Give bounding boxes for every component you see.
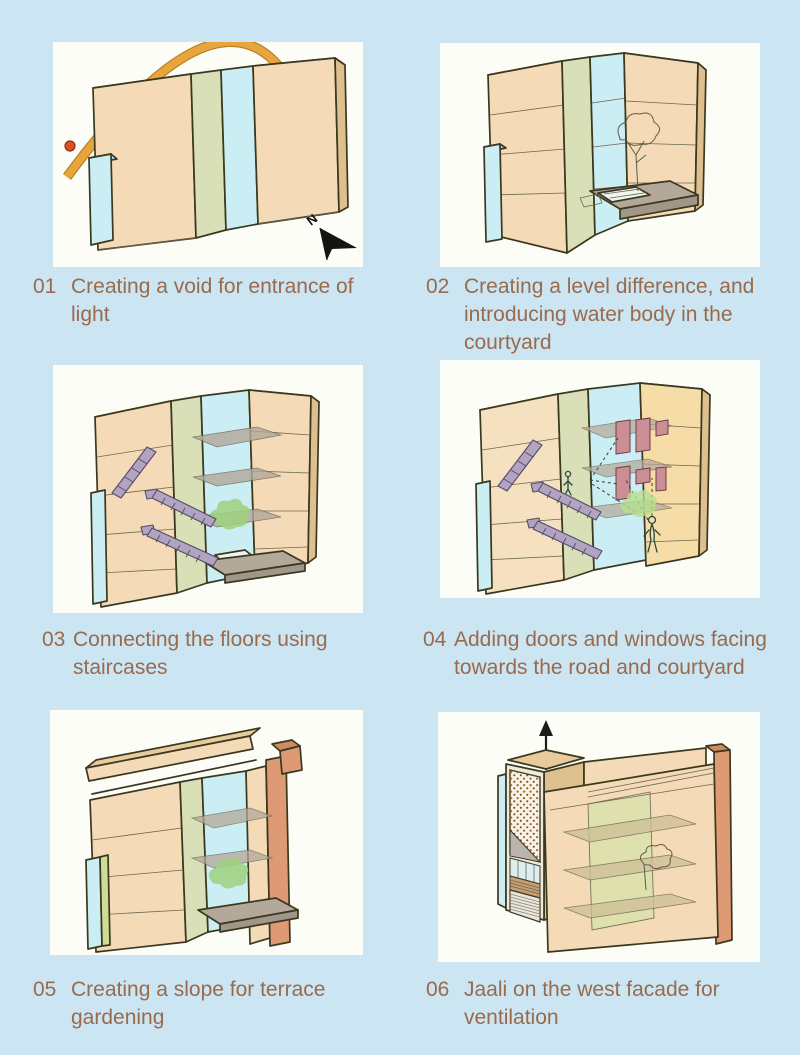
- sketch-03-staircases: [90, 389, 320, 608]
- building-massing: [483, 52, 707, 254]
- courtyard-base: [202, 550, 306, 584]
- building-massing: [88, 57, 349, 251]
- staircase-sketch: [497, 439, 603, 560]
- step-caption-01: Creating a void for entrance of light: [71, 275, 354, 326]
- step-caption-03: Connecting the floors using staircases: [73, 628, 328, 679]
- panel-05: [50, 710, 363, 955]
- tree-sketch: [208, 857, 249, 889]
- caption-step-02: 02 Creating a level difference, and intr…: [426, 273, 778, 357]
- caption-step-04: 04 Adding doors and windows facing towar…: [423, 626, 795, 682]
- tree-sketch: [620, 490, 657, 518]
- panel-04: [440, 360, 760, 598]
- person-on-stairs: [563, 470, 573, 496]
- tree-sketch: [617, 112, 660, 192]
- step-number-01: 01: [33, 275, 57, 298]
- panel-03: [53, 365, 363, 613]
- step-caption-02: Creating a level difference, and introdu…: [464, 275, 755, 354]
- step-caption-06: Jaali on the west facade for ventilation: [464, 978, 720, 1029]
- person-figure: [643, 515, 661, 553]
- building-massing: [543, 743, 733, 953]
- caption-step-06: 06 Jaali on the west facade for ventilat…: [426, 976, 778, 1032]
- north-arrow-icon: N: [304, 211, 357, 261]
- panel-06: [438, 712, 760, 962]
- step-number-05: 05: [33, 978, 57, 1001]
- courtyard-base: [197, 897, 299, 933]
- jaali-screen: [509, 769, 542, 863]
- doors-and-windows: [615, 417, 669, 501]
- jaali-tower: [497, 749, 585, 923]
- step-number-03: 03: [42, 628, 66, 651]
- sketch-04-doors-windows: [475, 382, 711, 595]
- step-caption-05: Creating a slope for terrace gardening: [71, 978, 326, 1029]
- staircase-sketch: [111, 446, 219, 567]
- shutter-panel: [509, 889, 541, 923]
- sketch-02-water-body: [483, 52, 707, 254]
- step-number-04: 04: [423, 628, 447, 651]
- sketch-01-void-for-light: N: [62, 42, 357, 261]
- caption-step-05: 05 Creating a slope for terrace gardenin…: [33, 976, 381, 1032]
- building-massing: [475, 382, 711, 595]
- tree-sketch: [640, 844, 673, 891]
- sight-lines: [589, 437, 653, 521]
- tree-sketch: [209, 498, 250, 530]
- step-caption-04: Adding doors and windows facing towards …: [454, 628, 767, 679]
- panel-02: [440, 43, 760, 267]
- step-number-02: 02: [426, 275, 450, 298]
- caption-step-01: 01 Creating a void for entrance of light: [33, 273, 381, 329]
- sun-dot-red: [64, 140, 76, 152]
- water-body: [597, 186, 651, 203]
- step-number-06: 06: [426, 978, 450, 1001]
- floor-slabs: [562, 814, 697, 919]
- building-massing: [85, 739, 303, 953]
- sloped-roof-slab: [85, 727, 261, 795]
- panel-01: N: [53, 42, 363, 267]
- sketch-06-jaali-facade: [497, 720, 733, 953]
- sketch-05-sloped-terrace: [85, 727, 303, 953]
- caption-step-03: 03 Connecting the floors using staircase…: [42, 626, 378, 682]
